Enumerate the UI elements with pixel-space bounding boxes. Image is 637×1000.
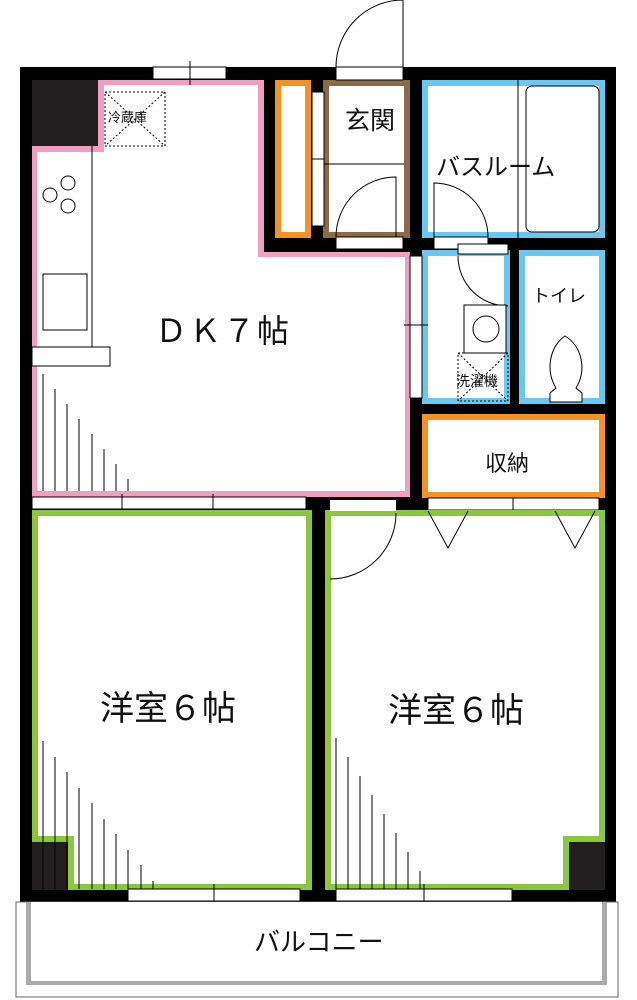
front-door [335,66,404,81]
room-label-toilet: トイレ [532,286,586,307]
pillar [569,842,605,890]
sliding-door [409,255,423,399]
room-label-dk: ＤＫ７帖 [155,312,292,350]
sink-icon [42,273,88,331]
washer-label: 洗濯機 [456,374,498,390]
room-label-western2: 洋室６帖 [388,691,524,731]
pillar [32,80,98,146]
fridge-label: 冷蔵庫 [108,111,148,126]
room-label-genkan: 玄関 [345,106,396,135]
bathtub-icon [525,85,600,233]
toilet-icon [549,335,583,403]
fridge-icon [104,91,166,147]
room-label-western1: 洋室６帖 [100,689,236,729]
washer-icon [457,352,509,402]
stove-burners-icon [42,175,76,214]
pillar [32,842,68,890]
room-label-bath: バスルーム [436,153,556,181]
room-label-balcony: バルコニー [254,928,384,958]
room-label-storage: 収納 [485,452,530,477]
